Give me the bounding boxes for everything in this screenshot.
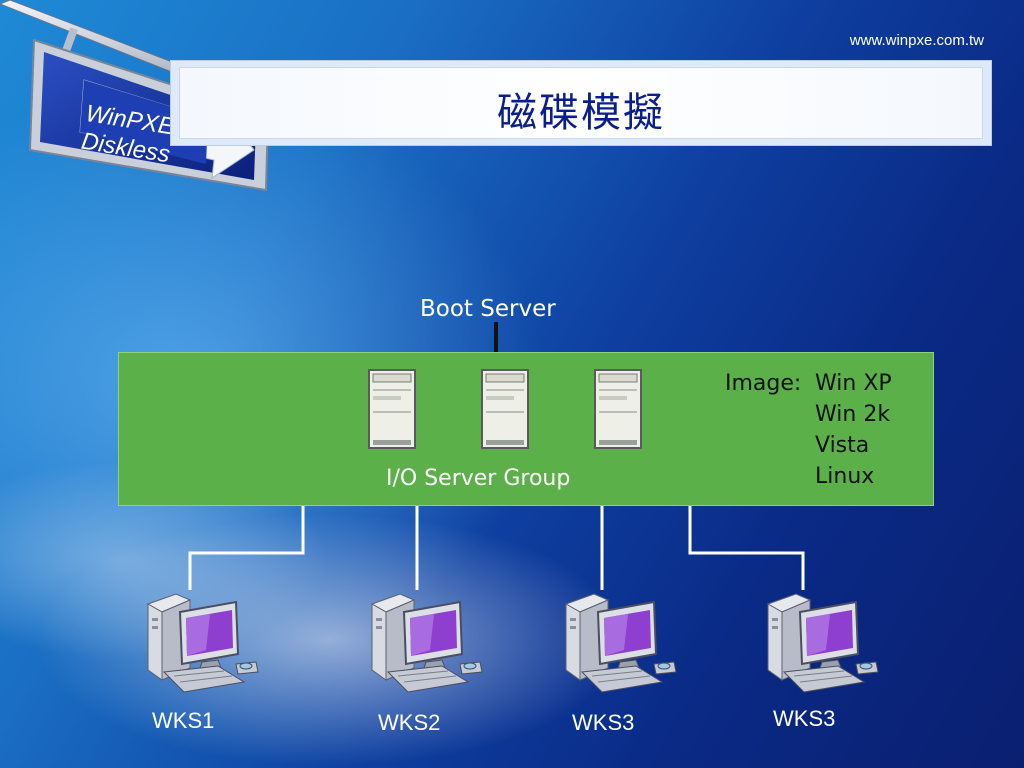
image-list: Image: Win XP Win 2k Vista Linux: [725, 368, 892, 492]
server-icon: [481, 369, 529, 449]
workstation-label: WKS2: [378, 710, 441, 735]
io-server-group-label: I/O Server Group: [386, 466, 571, 491]
workstation-icon: [564, 593, 677, 693]
workstation-icon: [146, 593, 259, 693]
boot-server-label: Boot Server: [420, 296, 556, 322]
image-item: Vista: [815, 433, 870, 458]
workstation-label: WKS3: [572, 710, 635, 735]
title-bar: 磁碟模擬: [170, 60, 992, 146]
workstation-icon: [766, 593, 879, 693]
title-panel: 磁碟模擬: [179, 67, 983, 139]
page-title: 磁碟模擬: [497, 90, 665, 136]
website-url: www.winpxe.com.tw: [849, 32, 984, 49]
workstation-icon: [370, 593, 483, 693]
image-item: Win 2k: [815, 402, 891, 427]
image-item: Linux: [815, 464, 875, 489]
workstation-label: WKS3: [773, 706, 836, 731]
workstation-label: WKS1: [152, 708, 215, 733]
image-key: Image:: [725, 371, 802, 396]
server-icon: [594, 369, 642, 449]
link-wks4: [688, 505, 805, 590]
server-icon: [368, 369, 416, 449]
link-wks1: [188, 505, 305, 590]
image-item: Win XP: [815, 371, 892, 396]
